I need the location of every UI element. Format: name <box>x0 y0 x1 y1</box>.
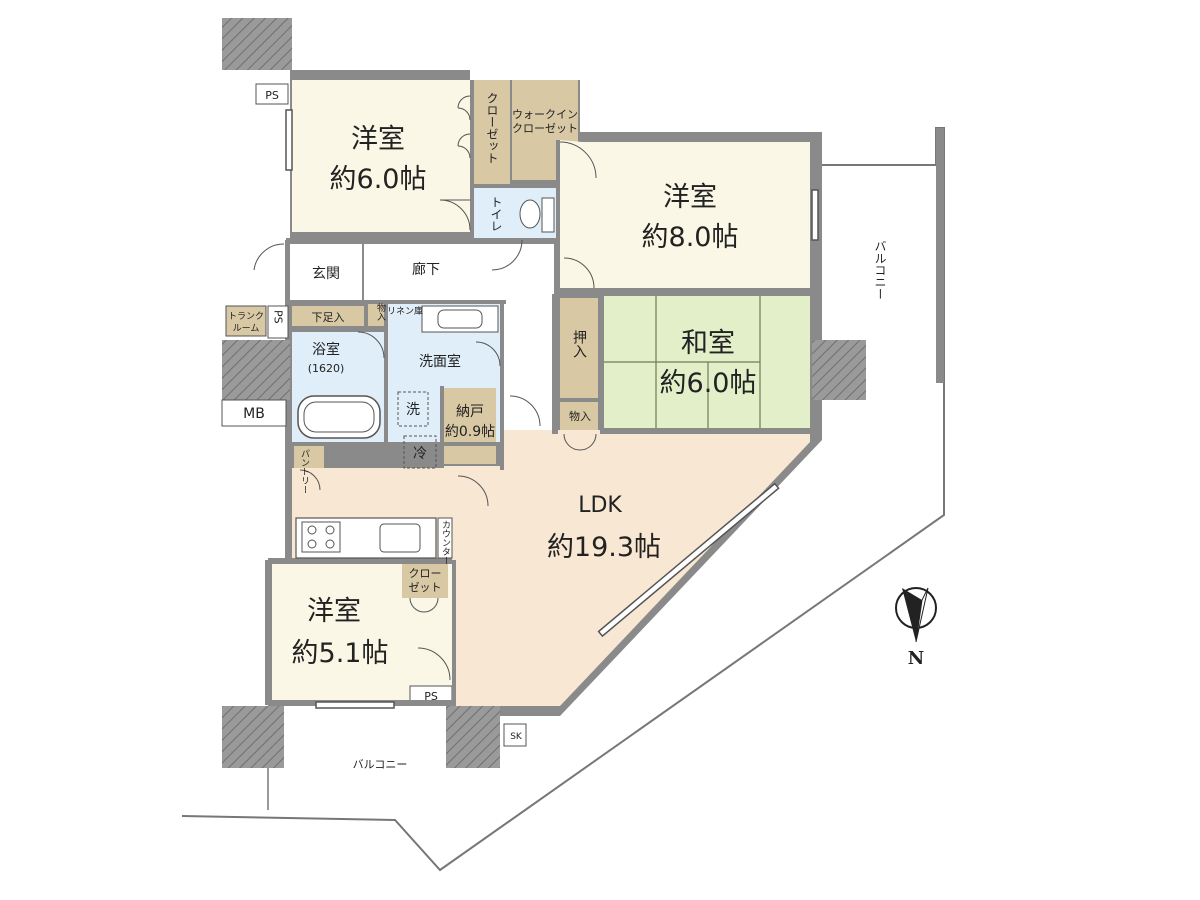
closet-doors <box>457 95 471 159</box>
room-western-nw <box>292 80 470 232</box>
washroom-label: 洗面室 <box>419 353 461 370</box>
ps-top-box <box>255 83 289 105</box>
trunk-room-box <box>225 305 267 337</box>
entrance-label: 玄関 <box>312 265 340 282</box>
room-storeroom <box>444 388 496 464</box>
bathtub <box>297 395 381 439</box>
storage-jp-label: 物入 <box>569 409 591 423</box>
trunk-label-1: トランク <box>228 311 264 322</box>
door-swings <box>253 141 597 681</box>
fridge-label: 冷 <box>413 446 427 462</box>
japanese-area: 約6.0帖 <box>660 368 757 399</box>
japanese-name: 和室 <box>681 328 735 359</box>
room-closet-top <box>474 80 510 184</box>
ldk-area: 約19.3帖 <box>547 532 661 563</box>
north-label: N <box>908 648 924 669</box>
balcony-right-rail <box>936 128 944 383</box>
room-storage-jp <box>560 402 598 430</box>
oshiire-label: 押入 <box>571 330 587 358</box>
trunk-label-2: ルーム <box>233 323 260 334</box>
north-arrow-icon: N <box>895 587 937 669</box>
ps-left-label: PS <box>272 310 285 324</box>
sk-box <box>503 723 527 747</box>
counter-label: カウンター <box>440 520 451 565</box>
mb-label: MB <box>243 406 265 422</box>
ps-left-box <box>267 305 289 339</box>
room-western-ne <box>560 140 810 288</box>
room-pantry <box>294 446 324 470</box>
western-sw-name: 洋室 <box>307 596 361 627</box>
room-hallway <box>364 244 554 300</box>
linen-label: リネン庫 <box>387 305 423 317</box>
walkin-label-2: クローゼット <box>512 122 578 135</box>
closet-top-label: クローゼット <box>485 92 499 164</box>
structural-pillars <box>222 18 866 768</box>
bath-size-label: (1620) <box>308 362 345 375</box>
toilet-fixture <box>519 197 555 233</box>
room-shoe-storage <box>292 306 364 326</box>
western-sw-area: 約5.1帖 <box>292 638 389 669</box>
hallway-label: 廊下 <box>412 261 440 278</box>
western-ne-name: 洋室 <box>663 182 717 213</box>
western-nw-area: 約6.0帖 <box>330 164 427 195</box>
closet-sw-label-1: クロー <box>409 567 442 580</box>
bath-name-label: 浴室 <box>312 341 340 358</box>
western-nw-name: 洋室 <box>351 124 405 155</box>
fridge-box <box>403 435 437 469</box>
ldk-name: LDK <box>578 493 622 518</box>
sk-label: SK <box>510 732 523 742</box>
tatami-lines <box>604 296 761 428</box>
room-ldk <box>292 430 810 706</box>
storeroom-name-label: 納戸 <box>456 404 484 420</box>
windows <box>285 109 819 709</box>
pantry-label: パントリー <box>299 449 310 494</box>
shoe-storage-label: 下足入 <box>312 311 345 324</box>
room-hall-lower <box>504 300 554 450</box>
room-closet-sw <box>402 564 448 598</box>
balcony-bottom-label: バルコニー <box>353 758 408 771</box>
washer-box <box>397 391 429 427</box>
kitchen-counter <box>295 517 453 559</box>
ps-top-label: PS <box>265 89 279 102</box>
room-oshiire <box>560 298 598 398</box>
sink-vanity <box>421 305 499 333</box>
interior-walls <box>268 80 814 706</box>
toilet-label: トイレ <box>489 196 503 232</box>
mb-box <box>221 399 287 427</box>
washer-label: 洗 <box>406 402 420 418</box>
storeroom-area-label: 約0.9帖 <box>445 424 495 440</box>
closet-sw-label-2: ゼット <box>409 581 442 594</box>
room-entrance <box>290 244 362 304</box>
storage-small-label: 物入 <box>375 302 386 321</box>
balcony-right-label: バルコニー <box>873 240 887 300</box>
walkin-label-1: ウォークイン <box>512 108 578 121</box>
western-ne-area: 約8.0帖 <box>642 222 739 253</box>
ps-bottom-label: PS <box>424 690 438 703</box>
